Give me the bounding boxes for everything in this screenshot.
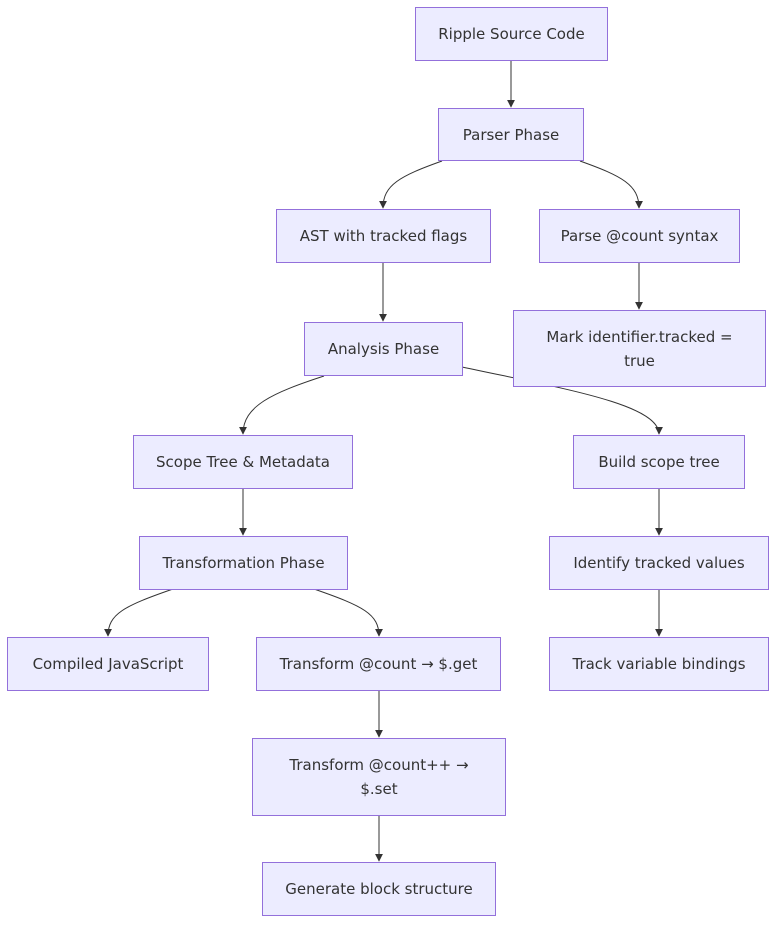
node-parse-count-syntax: Parse @count syntax <box>539 209 740 263</box>
node-label: Mark identifier.tracked = true <box>546 327 733 370</box>
node-label: Parse @count syntax <box>560 227 719 245</box>
node-build-scope-tree: Build scope tree <box>573 435 745 489</box>
node-scope-tree-metadata: Scope Tree & Metadata <box>133 435 353 489</box>
node-label: Track variable bindings <box>572 655 746 673</box>
node-compiled-javascript: Compiled JavaScript <box>7 637 209 691</box>
edge-parser-ast <box>379 160 443 209</box>
node-ast-with-tracked-flags: AST with tracked flags <box>276 209 491 263</box>
edge-transform-phase-compiled-js <box>104 588 174 637</box>
node-label: Build scope tree <box>598 453 720 471</box>
edge-parser-parse-count <box>579 160 643 209</box>
node-label: AST with tracked flags <box>299 227 468 245</box>
node-label: Ripple Source Code <box>438 25 585 43</box>
node-transformation-phase: Transformation Phase <box>139 536 348 590</box>
node-label: Transform @count++ → $.set <box>289 756 469 798</box>
node-analysis-phase: Analysis Phase <box>304 322 463 376</box>
edge-analysis-build-scope <box>461 366 663 435</box>
node-parser-phase: Parser Phase <box>438 108 584 161</box>
node-label: Parser Phase <box>462 125 560 144</box>
node-track-variable-bindings: Track variable bindings <box>549 637 769 691</box>
node-label: Analysis Phase <box>327 340 440 358</box>
node-transform-count-get: Transform @count → $.get <box>256 637 501 691</box>
edge-analysis-scope-meta <box>239 375 325 435</box>
edge-transform-phase-transform-get <box>313 588 383 637</box>
node-generate-block-structure: Generate block structure <box>262 862 496 916</box>
node-label: Compiled JavaScript <box>32 655 184 673</box>
node-label: Scope Tree & Metadata <box>156 453 330 471</box>
node-mark-identifier-tracked: Mark identifier.tracked = true <box>513 310 766 387</box>
node-transform-count-set: Transform @count++ → $.set <box>252 738 506 816</box>
node-label: Generate block structure <box>285 880 473 898</box>
node-label: Transform @count → $.get <box>279 655 478 673</box>
node-ripple-source-code: Ripple Source Code <box>415 7 608 61</box>
node-identify-tracked-values: Identify tracked values <box>549 536 769 590</box>
node-label: Transformation Phase <box>162 554 325 572</box>
node-label: Identify tracked values <box>573 554 745 572</box>
